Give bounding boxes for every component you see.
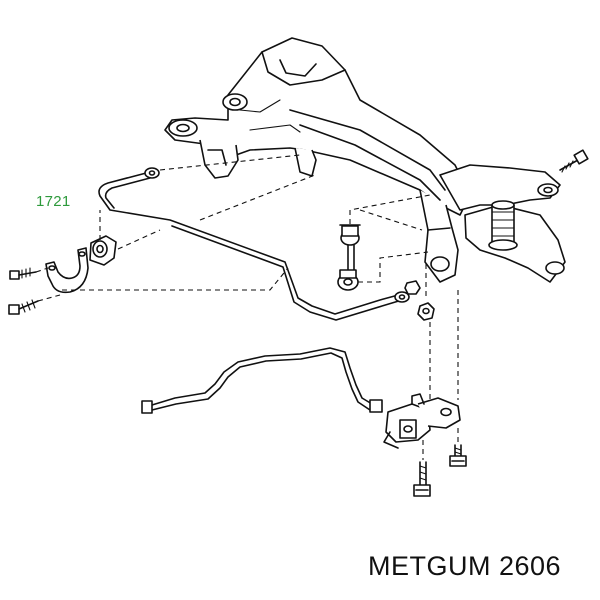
sensor-harness — [141, 347, 383, 414]
rear-subframe — [164, 37, 471, 283]
stabilizer-link — [337, 224, 361, 291]
link-nut-right — [417, 302, 435, 321]
sensor-bolt-left — [413, 461, 431, 497]
bracket-bolt-upper — [9, 267, 37, 280]
bracket-bolt-lower — [8, 299, 39, 315]
upper-link-nut — [404, 280, 421, 295]
height-sensor-bracket — [383, 393, 461, 449]
sensor-bolt-right — [449, 444, 467, 467]
brand-part-caption: METGUM 2606 — [368, 551, 562, 581]
bushing-bracket — [45, 247, 89, 294]
part-number-callout: 1721 — [36, 193, 71, 210]
stabilizer-bar — [98, 167, 410, 321]
right-knuckle-assembly — [439, 149, 589, 283]
assembly-guide-lines — [35, 154, 459, 460]
stabilizer-bushing — [89, 235, 117, 266]
